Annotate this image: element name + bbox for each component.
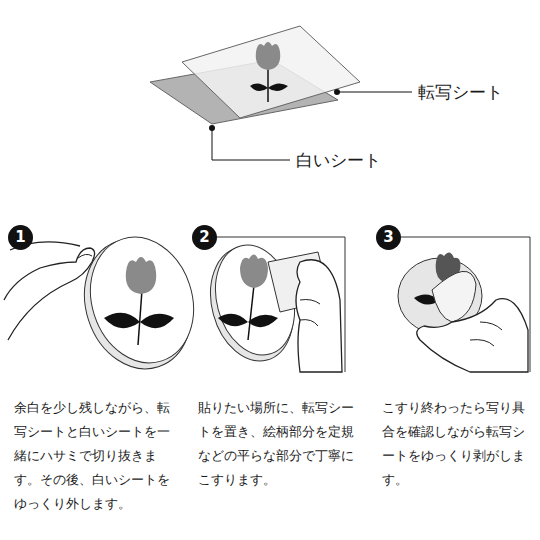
step-number: 2 [192, 225, 217, 250]
callout-number: 1 [15, 230, 25, 245]
step3-figure [398, 252, 528, 372]
step-text: こすり終わったら写り具合を確認しながら転写シートをゆっくり剥がします。 [382, 396, 532, 492]
step2-figure [198, 236, 342, 372]
step1-figure [4, 224, 209, 383]
callout-number: 2 [199, 230, 209, 245]
sheets-figure [150, 26, 412, 160]
transfer-sheet [182, 26, 360, 118]
step-text: 余白を少し残しながら、転写シートと白いシートを一緒にハサミで切り抜きます。その後… [14, 396, 176, 516]
step-number: 1 [8, 225, 33, 250]
part-label: 白いシート [296, 150, 381, 170]
step-number: 3 [376, 225, 401, 250]
part-label: 転写シート [418, 82, 503, 102]
callout-number: 3 [383, 230, 393, 245]
step-text: 貼りたい場所に、転写シートを置き、絵柄部分を定規などの平らな部分で丁寧にこすりま… [198, 396, 360, 492]
